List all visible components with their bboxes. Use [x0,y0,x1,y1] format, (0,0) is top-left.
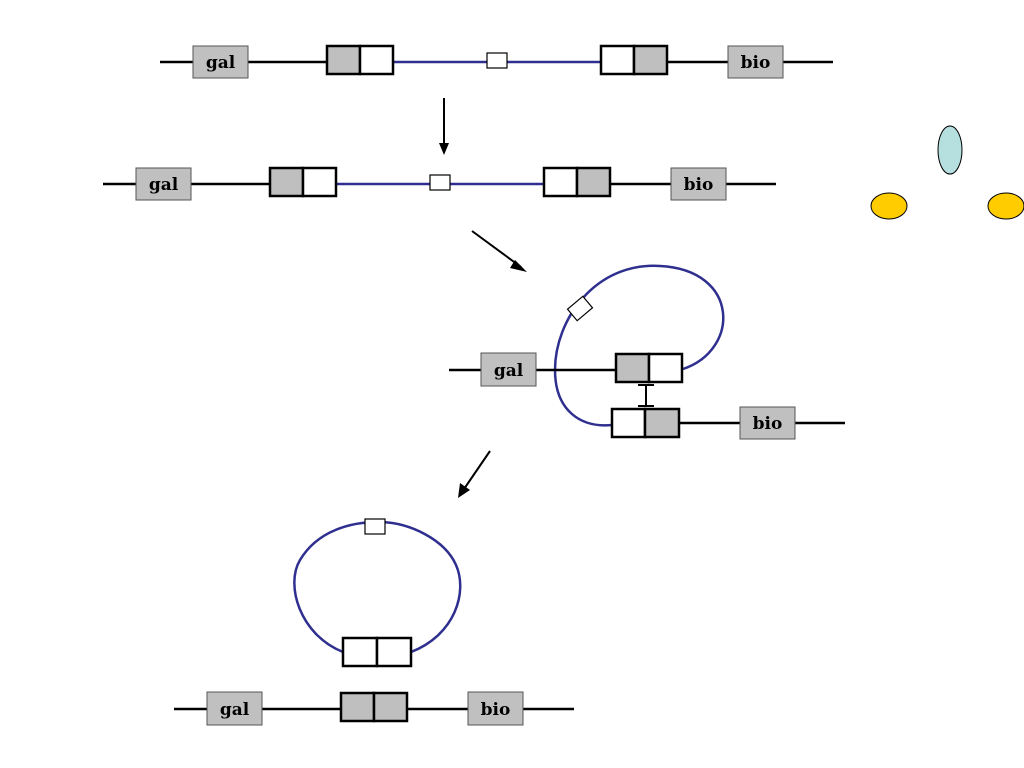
bio-gene-box [727,45,784,79]
arrow-down-left-icon [458,450,491,498]
arrow-down-right-icon [471,230,527,272]
cos-marker [429,174,451,191]
bio-label: bio [753,414,783,434]
attL-site [614,352,684,384]
stage-2-prophage: gal bio [103,166,776,201]
gal-gene-box [480,352,537,387]
attR-site [599,44,669,76]
bio-label: bio [684,175,714,195]
arrow-down-icon [439,98,449,155]
gal-label: gal [149,175,179,195]
bio-label: bio [481,700,511,720]
cos-marker [364,518,386,535]
excision-proteins [870,125,1024,220]
protein-yellow-oval-icon [987,192,1024,220]
bio-gene-box [739,406,796,440]
attB-site [339,691,409,723]
attP-site [341,636,413,668]
gal-label: gal [206,53,236,73]
crossover-bracket-icon [638,384,654,407]
stage-1-integrated-prophage: gal bio [160,44,833,79]
stage-3-synapsis: gal bio [449,264,845,440]
stage-4-excised-circle [293,518,462,668]
prophage-loop [553,264,725,427]
stage-4-restored-chromosome: gal bio [174,691,574,726]
gal-gene-box [206,691,263,726]
gal-label: gal [494,361,524,381]
protein-yellow-oval-icon [870,192,908,220]
gal-gene-box [192,45,249,79]
gal-gene-box [135,167,192,201]
excised-phage-circle [293,520,462,654]
attL-site [325,44,395,76]
attR-site [610,407,681,439]
cos-marker [486,52,508,69]
cos-marker [566,295,594,322]
protein-blue-oval-icon [937,125,963,175]
bio-label: bio [741,53,771,73]
attR-site [542,166,612,198]
attL-site [268,166,338,198]
gal-label: gal [220,700,250,720]
bio-gene-box [467,691,524,726]
bio-gene-box [670,167,727,201]
